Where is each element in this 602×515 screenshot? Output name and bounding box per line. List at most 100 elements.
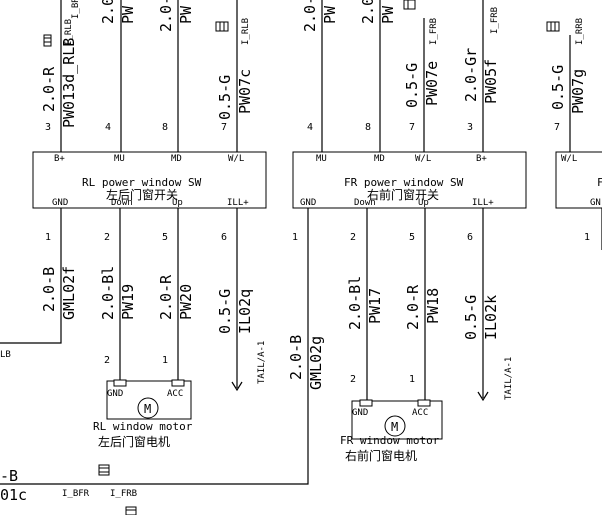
term-rl-md: MD bbox=[171, 154, 182, 164]
wire-code-left-partial: 01c bbox=[0, 486, 27, 504]
fr-switch-title: FR power window SW bbox=[344, 176, 464, 189]
tail-label-rl: TAIL/A-1 bbox=[257, 341, 267, 384]
wire-spec-fr-gnd: 2.0-B bbox=[287, 335, 305, 380]
pin-rl-bot-1: 1 bbox=[45, 232, 51, 243]
wire-code-fr-b: PW05f bbox=[482, 59, 500, 104]
wire-spec-right: 0.5-G bbox=[549, 65, 567, 110]
pin-fr-top-1: 4 bbox=[307, 122, 313, 133]
rl-switch-title: RL power window SW bbox=[82, 176, 202, 189]
term-fr-wl: W/L bbox=[415, 154, 431, 164]
fr-motor-title: FR window motor bbox=[340, 434, 440, 447]
term-fr-down: Down bbox=[354, 198, 376, 208]
fr-window-motor: M GND ACC FR window motor 右前门窗电机 bbox=[340, 399, 443, 463]
lb-partial-label: LB bbox=[0, 350, 11, 360]
pin-rl-bot-3: 5 bbox=[162, 232, 168, 243]
connector-label-frb: I_FRB bbox=[429, 18, 439, 45]
connector-icon bbox=[125, 506, 137, 515]
connector-label-frb2: I_FRB bbox=[490, 7, 500, 34]
pin-fr-top-2: 8 bbox=[365, 122, 371, 133]
pin-rl-top-2: 4 bbox=[105, 122, 111, 133]
term-rl-ill: ILL+ bbox=[227, 198, 249, 208]
wire-code-fr-wl: PW07e bbox=[423, 61, 441, 106]
wire-spec-rl-md: 2.0- bbox=[157, 0, 175, 32]
tail-label-fr: TAIL/A-1 bbox=[504, 357, 514, 400]
pin-rl-top-1: 3 bbox=[45, 122, 51, 133]
connector-label-rlb2: I_RLB bbox=[241, 18, 251, 45]
term-fr-ill: ILL+ bbox=[472, 198, 494, 208]
pin-rl-top-4: 7 bbox=[221, 122, 227, 133]
wire-code-rl-b: PW013d_RLB bbox=[60, 38, 78, 128]
rl-window-motor: M GND ACC RL window motor 左后门窗电机 bbox=[93, 379, 193, 449]
connector-label-brl: I_BRL bbox=[71, 0, 81, 19]
fr-motor-title-cn: 右前门窗电机 bbox=[345, 448, 417, 463]
wire-spec-fr-ill: 0.5-G bbox=[462, 295, 480, 340]
pin-fr-top-3: 7 bbox=[409, 122, 415, 133]
term-rl-down: Down bbox=[111, 198, 133, 208]
term-rl-mu: MU bbox=[114, 154, 125, 164]
connector-icon bbox=[403, 0, 416, 10]
pin-right-bot: 1 bbox=[584, 232, 590, 243]
term-fr-mu: MU bbox=[316, 154, 327, 164]
wire-code-fr-md: PW bbox=[379, 5, 397, 24]
rl-top-wires: 2.0-R PW013d_RLB 2.0- PW 2.0- PW 0.5-G P… bbox=[40, 0, 254, 152]
rl-motor-title: RL window motor bbox=[93, 420, 193, 433]
connector-label-bfr: I_BFR bbox=[62, 489, 90, 499]
pin-fr-motor-gnd: 2 bbox=[350, 374, 356, 385]
connector-label-rlb: I_RLB bbox=[64, 19, 74, 46]
rl-bottom-wires: 1 2 5 6 2.0-B GML02f 2.0-Bl PW19 2.0-R P… bbox=[0, 208, 267, 392]
pin-fr-top-4: 3 bbox=[467, 122, 473, 133]
wire-code-rl-gnd: GML02f bbox=[60, 266, 78, 320]
fr-switch-title-cn: 右前门窗开关 bbox=[367, 187, 439, 202]
rl-switch-title-cn: 左后门窗开关 bbox=[106, 187, 178, 202]
term-right-gnd: GN bbox=[590, 198, 601, 208]
pin-fr-bot-3: 5 bbox=[409, 232, 415, 243]
connector-icon bbox=[546, 21, 560, 32]
wire-code-fr-gnd: GML02g bbox=[307, 336, 325, 390]
term-right-wl: W/L bbox=[561, 154, 577, 164]
term-fr-motor-gnd: GND bbox=[352, 408, 368, 418]
pin-fr-motor-acc: 1 bbox=[409, 374, 415, 385]
wire-spec-rl-wl: 0.5-G bbox=[216, 75, 234, 120]
wire-spec-rl-ill: 0.5-G bbox=[216, 289, 234, 334]
term-rl-motor-acc: ACC bbox=[167, 389, 183, 399]
connector-icon bbox=[43, 34, 52, 47]
wire-spec-rl-b: 2.0-R bbox=[40, 66, 58, 112]
term-fr-up: Up bbox=[418, 198, 429, 208]
rl-motor-symbol: M bbox=[144, 402, 151, 416]
connector-icon bbox=[98, 464, 110, 476]
wire-spec-fr-down: 2.0-Bl bbox=[346, 276, 364, 330]
pin-fr-bot-2: 2 bbox=[350, 232, 356, 243]
pin-rl-bot-2: 2 bbox=[104, 232, 110, 243]
wire-code-rl-wl: PW07c bbox=[236, 69, 254, 114]
term-fr-md: MD bbox=[374, 154, 385, 164]
pin-rl-top-3: 8 bbox=[162, 122, 168, 133]
pin-rl-bot-4: 6 bbox=[221, 232, 227, 243]
wire-code-rl-mu: PW bbox=[119, 5, 137, 24]
right-partial-switch: 0.5-G PW07g I_RRB 7 W/L F GN 1 bbox=[546, 18, 602, 250]
wire-spec-rl-mu: 2.0- bbox=[99, 0, 117, 24]
wire-spec-fr-wl: 0.5-G bbox=[403, 63, 421, 108]
wire-code-fr-up: PW18 bbox=[424, 288, 442, 324]
connector-label-rrb: I_RRB bbox=[575, 18, 585, 45]
wire-code-rl-md: PW bbox=[177, 5, 195, 24]
pin-fr-bot-1: 1 bbox=[292, 232, 298, 243]
wire-code-right: PW07g bbox=[569, 69, 587, 114]
wire-code-rl-up: PW20 bbox=[177, 284, 195, 320]
wire-spec-fr-md: 2.0- bbox=[359, 0, 377, 24]
left-bottom-partial: -B 01c I_BFR I_FRB bbox=[0, 464, 137, 515]
wire-code-rl-down: PW19 bbox=[119, 284, 137, 320]
term-rl-up: Up bbox=[172, 198, 183, 208]
term-rl-gnd: GND bbox=[52, 198, 68, 208]
fr-power-window-switch: MU MD W/L B+ FR power window SW 右前门窗开关 G… bbox=[292, 151, 527, 209]
wire-code-rl-ill: IL02q bbox=[236, 289, 254, 334]
fr-top-wires: 2.0- PW 2.0- PW 0.5-G PW07e 2.0-Gr PW05f… bbox=[301, 0, 500, 152]
pin-rl-motor-acc: 1 bbox=[162, 355, 168, 366]
term-rl-bplus: B+ bbox=[54, 154, 65, 164]
term-rl-wl: W/L bbox=[228, 154, 244, 164]
wire-spec-rl-up: 2.0-R bbox=[157, 274, 175, 320]
rl-motor-title-cn: 左后门窗电机 bbox=[98, 434, 170, 449]
term-rl-motor-gnd: GND bbox=[107, 389, 123, 399]
wire-spec-fr-b: 2.0-Gr bbox=[462, 48, 480, 102]
fr-bottom-wires: 1 2 5 6 2.0-B GML02g 2.0-Bl PW17 2.0-R P… bbox=[0, 208, 514, 485]
